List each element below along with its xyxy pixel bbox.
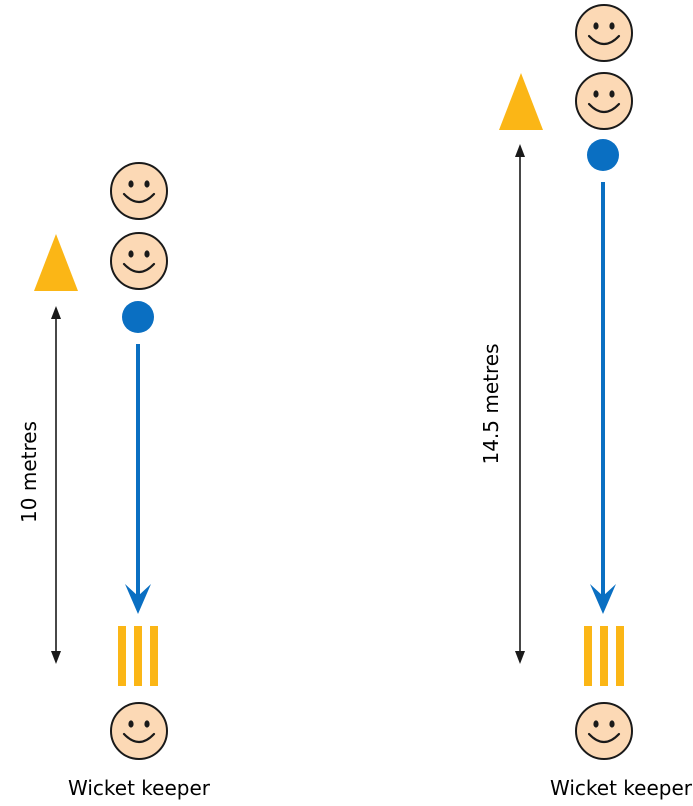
bowler-face-icon: [110, 162, 168, 220]
distance-label: 10 metres: [17, 421, 41, 523]
bowler-face-icon: [110, 232, 168, 290]
right-setup: 14.5 metres Wicket keeper: [479, 4, 693, 800]
distance-measure: [515, 144, 525, 664]
cone-icon: [34, 234, 78, 291]
bowler-face-icon: [575, 72, 633, 130]
left-setup: 10 metres Wicket keeper: [17, 162, 211, 800]
ball-icon: [587, 139, 619, 171]
bowler-face-icon: [575, 4, 633, 62]
wicket-keeper-label: Wicket keeper: [550, 776, 693, 800]
ball-icon: [122, 301, 154, 333]
stumps-icon: [118, 626, 158, 686]
wicket-keeper-face-icon: [110, 702, 168, 760]
wicket-keeper-label: Wicket keeper: [68, 776, 211, 800]
distance-label: 14.5 metres: [479, 343, 503, 464]
distance-measure: [51, 306, 61, 664]
ball-path-arrow: [590, 182, 616, 614]
ball-path-arrow: [125, 344, 151, 614]
cone-icon: [499, 73, 543, 130]
stumps-icon: [584, 626, 624, 686]
wicket-keeper-face-icon: [575, 702, 633, 760]
